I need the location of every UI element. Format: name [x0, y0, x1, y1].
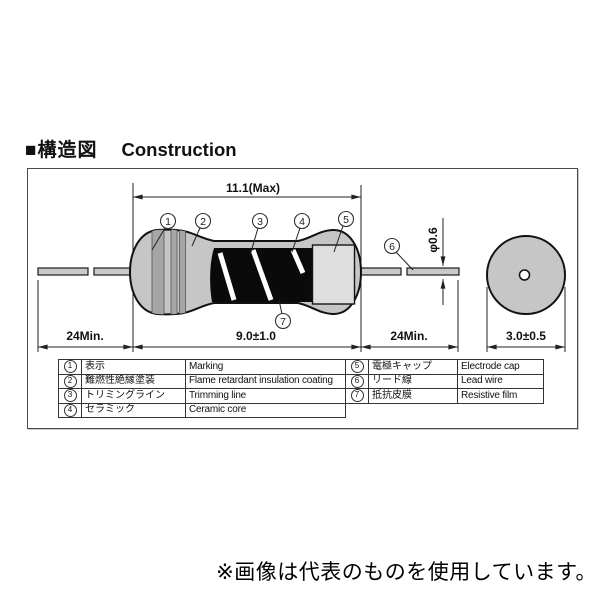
svg-text:6: 6	[389, 241, 395, 253]
legend-en-6: Lead wire	[457, 373, 544, 389]
legend-en-4: Ceramic core	[185, 402, 346, 418]
svg-text:1: 1	[165, 216, 171, 228]
legend-num-2: 2	[63, 374, 77, 388]
legend-num-1: 1	[63, 360, 77, 374]
lead-wire-left-inner	[93, 267, 132, 276]
legend-row-1: 1 表示 Marking	[58, 359, 346, 375]
legend-en-2: Flame retardant insulation coating	[185, 373, 346, 389]
legend-num-3: 3	[63, 389, 77, 403]
legend-jp-6: リード線	[368, 373, 458, 389]
callout-2: 2	[194, 212, 212, 230]
callout-4: 4	[293, 212, 311, 230]
legend-row-2: 2 難燃性絶縁塗装 Flame retardant insulation coa…	[58, 373, 346, 389]
legend-jp-1: 表示	[81, 359, 186, 375]
end-view-lead-hole	[518, 269, 531, 281]
dim-overall-length: 11.1(Max)	[226, 181, 280, 195]
legend-row-6: 6 リード線 Lead wire	[345, 373, 544, 389]
legend-row-4: 4 セラミック Ceramic core	[58, 402, 346, 418]
svg-text:3: 3	[257, 216, 263, 228]
trimming-lines	[217, 249, 306, 301]
legend-jp-5: 電極キャップ	[368, 359, 458, 375]
callout-bubbles: 1 2 3 4 5 6 7	[159, 210, 401, 330]
legend-num-6: 6	[350, 374, 364, 388]
legend-row-5: 5 電極キャップ Electrode cap	[345, 359, 544, 375]
electrode-cap	[311, 244, 356, 305]
svg-text:4: 4	[299, 216, 305, 228]
section-title-jp: ■構造図	[25, 140, 98, 161]
legend-num-4: 4	[63, 403, 77, 417]
lead-wire-right-inner	[360, 267, 402, 276]
legend-jp-2: 難燃性絶縁塗装	[81, 373, 186, 389]
legend-jp-4: セラミック	[81, 402, 186, 418]
legend-table-left: 1 表示 Marking 2 難燃性絶縁塗装 Flame retardant i…	[58, 359, 346, 418]
marking-bands	[151, 229, 186, 315]
svg-text:5: 5	[343, 214, 349, 226]
legend-num-5: 5	[350, 360, 364, 374]
dim-lead-right: 24Min.	[390, 329, 427, 343]
legend-row-7: 7 抵抗皮膜 Resistive film	[345, 388, 544, 404]
legend-en-7: Resistive film	[457, 388, 544, 404]
lead-wire-right-outer	[406, 267, 460, 276]
lead-wire-left-outer	[37, 267, 89, 276]
representative-image-note: ※画像は代表のものを使用しています。	[216, 561, 597, 584]
callout-5: 5	[337, 210, 355, 228]
marking-band-narrow-2	[179, 229, 186, 315]
callout-1: 1	[159, 212, 177, 230]
legend-jp-7: 抵抗皮膜	[368, 388, 458, 404]
section-title-en: Construction	[121, 139, 237, 160]
callout-leaders	[151, 225, 414, 315]
legend-row-3: 3 トリミングライン Trimming line	[58, 388, 346, 404]
callout-3: 3	[251, 212, 269, 230]
dim-lead-left: 24Min.	[66, 329, 103, 343]
dim-body-diameter: 3.0±0.5	[506, 329, 546, 343]
legend-num-7: 7	[350, 389, 364, 403]
legend-table-right: 5 電極キャップ Electrode cap 6 リード線 Lead wire …	[345, 359, 544, 404]
callout-6: 6	[383, 237, 401, 255]
svg-text:7: 7	[280, 316, 286, 328]
legend-jp-3: トリミングライン	[81, 388, 186, 404]
legend-en-5: Electrode cap	[457, 359, 544, 375]
dim-wire-diameter: φ0.6	[426, 227, 440, 253]
marking-band-narrow-1	[170, 229, 178, 315]
svg-text:2: 2	[200, 216, 206, 228]
legend-en-3: Trimming line	[185, 388, 346, 404]
callout-7: 7	[274, 312, 292, 330]
dimension-lines	[38, 194, 565, 350]
legend-en-1: Marking	[185, 359, 346, 375]
section-title: ■構造図 Construction	[25, 135, 237, 162]
marking-band-wide	[151, 229, 165, 315]
dim-body-length: 9.0±1.0	[236, 329, 276, 343]
